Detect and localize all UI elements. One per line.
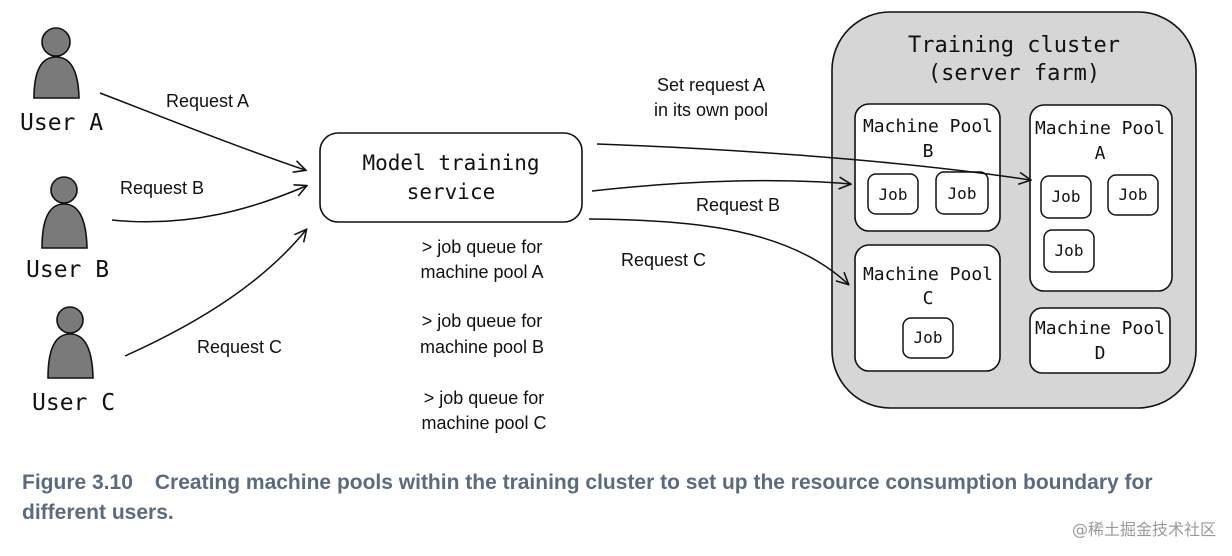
pool-a-letter: A <box>1095 143 1106 164</box>
queue-a-line1: > job queue for <box>422 237 543 257</box>
set-request-a-arrow <box>596 143 1030 180</box>
pool-b-job-1-label: Job <box>879 185 908 204</box>
user-b-label: User B <box>26 257 109 283</box>
pool-a-title: Machine Pool <box>1035 118 1165 139</box>
request-c-out-label: Request C <box>621 250 706 270</box>
pool-c-job-1 <box>902 317 954 359</box>
user-c-label: User C <box>32 390 115 416</box>
cluster-title-line2: (server farm) <box>928 61 1100 86</box>
request-b-out-label: Request B <box>696 195 780 215</box>
user-c-head <box>56 306 84 334</box>
watermark: @稀土掘金技术社区 <box>1071 520 1216 539</box>
pool-d-letter: D <box>1095 343 1106 364</box>
request-c-label: Request C <box>197 337 282 357</box>
user-a-figure: User A <box>20 27 103 136</box>
pool-c-letter: C <box>923 288 934 309</box>
model-training-service-box <box>319 132 583 223</box>
user-c-figure: User C <box>32 306 115 416</box>
pool-c-title: Machine Pool <box>863 264 993 285</box>
service-title-line1: Model training <box>362 151 539 175</box>
pool-a-job-2 <box>1107 174 1159 216</box>
pool-c-job-1-label: Job <box>914 328 943 347</box>
set-request-a-line2: in its own pool <box>654 100 768 120</box>
queue-b-line2: machine pool B <box>420 337 544 357</box>
pool-a-job-2-label: Job <box>1119 185 1148 204</box>
machine-pool-c <box>854 244 1001 372</box>
pool-d-title: Machine Pool <box>1035 318 1165 339</box>
pool-b-job-1 <box>867 173 919 215</box>
pool-b-letter: B <box>923 141 934 162</box>
user-a-label: User A <box>20 110 103 136</box>
set-request-a-line1: Set request A <box>657 75 765 95</box>
user-a-body <box>33 56 80 99</box>
queue-a-line2: machine pool A <box>420 262 543 282</box>
pool-b-title: Machine Pool <box>863 116 993 137</box>
request-b-out-arrow <box>591 181 850 192</box>
machine-pool-d <box>1029 307 1171 374</box>
request-b-arrow <box>111 186 306 223</box>
pool-b-job-2 <box>935 171 989 215</box>
user-b-figure: User B <box>26 176 109 283</box>
queue-b-line1: > job queue for <box>422 311 543 331</box>
user-a-head <box>41 27 71 57</box>
pool-a-job-1-label: Job <box>1052 187 1081 206</box>
pool-b-job-2-label: Job <box>948 184 977 203</box>
cluster-title-line1: Training cluster <box>908 33 1120 58</box>
queue-c-line1: > job queue for <box>424 388 545 408</box>
pool-a-job-3-label: Job <box>1055 241 1084 260</box>
request-c-arrow <box>124 230 306 357</box>
pool-a-job-1 <box>1040 175 1092 219</box>
request-b-label: Request B <box>120 178 204 198</box>
user-b-body <box>41 203 88 249</box>
request-a-arrow <box>99 92 305 170</box>
request-c-out-arrow <box>588 218 848 284</box>
figure-caption-text: Creating machine pools within the traini… <box>22 471 1153 524</box>
queue-c-line2: machine pool C <box>421 413 546 433</box>
user-c-body <box>47 333 94 379</box>
request-a-label: Request A <box>166 91 249 111</box>
figure-number: Figure 3.10 <box>22 471 133 494</box>
user-b-head <box>50 176 78 204</box>
pool-a-job-3 <box>1043 229 1095 273</box>
service-title-line2: service <box>407 180 496 204</box>
